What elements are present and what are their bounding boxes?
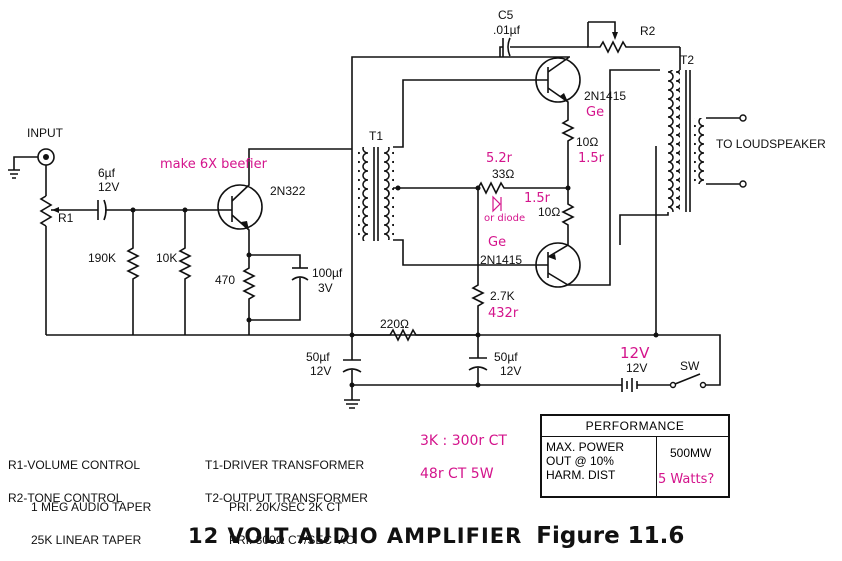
t1-label: T1 [369,129,383,143]
note-make-beefier: make 6X beefier [160,157,268,172]
r-190k-label: 190K [88,251,116,265]
r-220-label: 220Ω [380,317,409,331]
cap-50a-value: 50µf [306,350,330,364]
t2-label: T2 [680,53,694,67]
legend-t1-title: T1-DRIVER TRANSFORMER [205,458,365,472]
performance-line1: MAX. POWER [546,440,625,454]
legend-t2-title: T2-OUTPUT TRANSFORMER [205,491,368,505]
note-r10-top: 1.5r [578,151,605,166]
input-jack [8,148,55,196]
note-r33: 5.2r [486,151,513,166]
cap-emitter-value: 100µf [312,266,343,280]
switch-label: SW [680,359,700,373]
r-10-mid-label: 10Ω [538,205,560,219]
r-33-label: 33Ω [492,167,514,181]
performance-divider [656,436,657,496]
driver-transistor [217,148,352,250]
legend-r1: R1-VOLUME CONTROL 1 MEG AUDIO TAPER [8,430,151,528]
caption-figure: Figure 11.6 [536,523,685,549]
r-10k-label: 10K [156,251,177,265]
q-top-label: 2N1415 [584,89,626,103]
note-battery: 12V [620,344,650,362]
legend-r1-detail: 1 MEG AUDIO TAPER [31,500,152,514]
emitter-network [242,250,309,335]
r-10-top-label: 10Ω [576,135,598,149]
cap-50b-voltage: 12V [500,364,521,378]
note-ge-top: Ge [586,105,604,120]
figure-caption: 12 VOLT AUDIO AMPLIFIER Figure 11.6 [188,523,684,549]
legend-r2-title: R2-TONE CONTROL [8,491,123,505]
r2-label: R2 [640,24,656,38]
r2-potentiometer [587,21,681,70]
left-rail [342,56,600,409]
bias-resistors [126,207,192,335]
performance-labels: MAX. POWER OUT @ 10% HARM. DIST [546,440,624,482]
cap-emitter-voltage: 3V [318,281,333,295]
note-t2: 48r CT 5W [420,466,494,482]
performance-value: 500MW [670,446,712,460]
caption-title: 12 VOLT AUDIO AMPLIFIER [188,524,523,548]
legend-r2: R2-TONE CONTROL 25K LINEAR TAPER [8,463,141,561]
r1-potentiometer [39,195,98,335]
input-capacitor [97,199,218,221]
note-ge-bottom: Ge [488,235,506,250]
note-r10-mid: 1.5r [524,191,551,206]
cap-50a-voltage: 12V [310,364,331,378]
cap-in-value: 6µf [98,166,116,180]
r1-label: R1 [58,211,74,225]
legend-t2: T2-OUTPUT TRANSFORMER PRI. 300Ω CT/SEC V… [205,463,368,561]
performance-line3: HARM. DIST [546,468,616,482]
r-2-7k-label: 2.7K [490,289,515,303]
cap-50b-value: 50µf [494,350,518,364]
performance-box: PERFORMANCE MAX. POWER OUT @ 10% HARM. D… [540,414,730,498]
c5-label: C5 [498,8,514,22]
input-label: INPUT [27,126,64,140]
legend-r2-detail: 25K LINEAR TAPER [31,533,142,547]
r-220 [352,328,478,342]
legend-t1: T1-DRIVER TRANSFORMER PRI. 20K/SEC 2K CT [205,430,364,528]
t2-transformer [619,70,747,335]
note-diode: or diode [484,213,525,224]
battery-label: 12V [626,361,647,375]
legend-r1-title: R1-VOLUME CONTROL [8,458,141,472]
note-t1: 3K : 300r CT [420,433,507,449]
cap-in-voltage: 12V [98,180,119,194]
output-transistor-bottom [530,69,660,288]
c5-value: .01µf [493,23,521,37]
q-driver-label: 2N322 [270,184,306,198]
t1-transformer [358,79,530,266]
r-470-label: 470 [215,273,235,287]
to-loudspeaker-label: TO LOUDSPEAKER [716,137,826,151]
performance-line2: OUT @ 10% [546,454,614,468]
battery-switch [352,332,721,392]
q-bottom-label: 2N1415 [480,253,522,267]
legend-t2-detail: PRI. 300Ω CT/SEC V.C. [229,533,358,547]
performance-header: PERFORMANCE [542,416,728,437]
legend-t1-detail: PRI. 20K/SEC 2K CT [229,500,343,514]
output-transistor-top [500,56,581,188]
note-r-2-7k: 432r [488,306,519,321]
bias-network [468,181,571,388]
c5-capacitor [499,37,588,57]
performance-note: 5 Watts? [658,472,715,487]
